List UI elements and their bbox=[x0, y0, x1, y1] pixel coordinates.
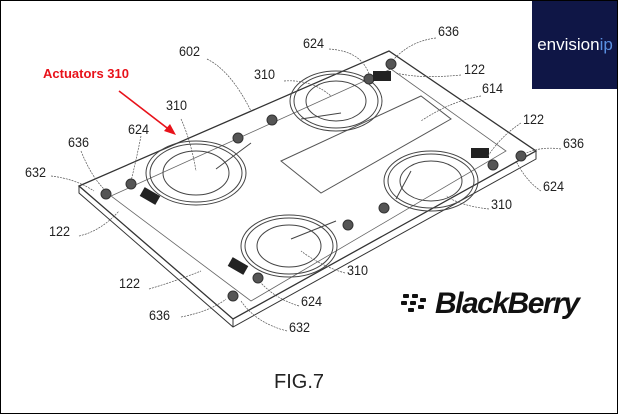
ref-label: 636 bbox=[68, 134, 90, 150]
ref-label: 632 bbox=[289, 319, 311, 335]
ref-label: 602 bbox=[179, 43, 201, 59]
ref-label: 636 bbox=[438, 23, 460, 39]
ref-label: 310 bbox=[254, 66, 276, 82]
ref-label: 122 bbox=[464, 61, 486, 77]
ref-label: 122 bbox=[119, 275, 141, 291]
ref-label: 624 bbox=[543, 178, 565, 194]
blackberry-logo: BlackBerry bbox=[401, 287, 580, 321]
ref-label: 614 bbox=[482, 80, 504, 96]
ref-label: 624 bbox=[301, 293, 323, 309]
logo-suffix: ip bbox=[599, 35, 613, 54]
blackberry-wordmark: BlackBerry bbox=[435, 287, 580, 320]
blackberry-logo-icon bbox=[401, 294, 426, 312]
ref-label: 636 bbox=[563, 135, 585, 151]
ref-label: 122 bbox=[523, 111, 545, 127]
screws bbox=[100, 58, 527, 302]
ref-label: 310 bbox=[491, 196, 513, 212]
leader-lines bbox=[50, 37, 562, 332]
ref-label: 624 bbox=[303, 35, 325, 51]
actuators-callout: Actuators 310 bbox=[43, 66, 129, 81]
logo-prefix: envision bbox=[537, 35, 600, 54]
film-614 bbox=[110, 68, 507, 302]
ref-label: 632 bbox=[25, 164, 47, 180]
ref-label: 310 bbox=[166, 97, 188, 113]
center-strip bbox=[280, 95, 452, 194]
ref-label: 122 bbox=[49, 223, 71, 239]
ref-label: 310 bbox=[347, 262, 369, 278]
callout-arrow bbox=[118, 90, 176, 135]
ref-label: 636 bbox=[149, 307, 171, 323]
plate-outline bbox=[77, 50, 538, 320]
pads-122 bbox=[139, 71, 489, 275]
ref-label: 624 bbox=[128, 121, 150, 137]
actuator-group bbox=[145, 70, 479, 278]
figure-caption: FIG.7 bbox=[274, 371, 325, 393]
